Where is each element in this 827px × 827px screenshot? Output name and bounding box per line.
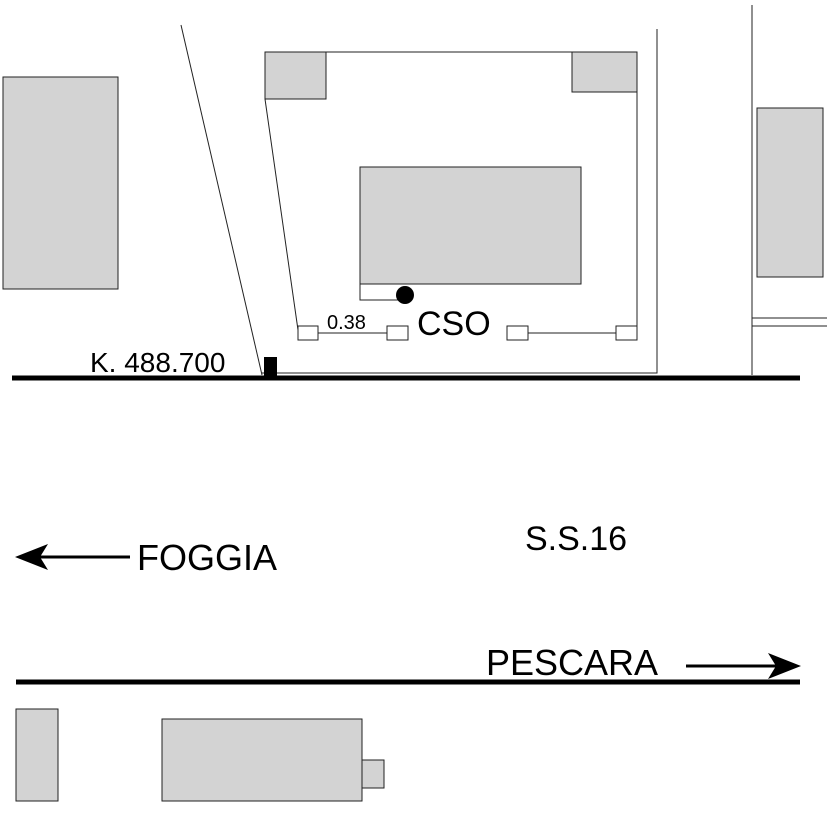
- station-connector: [359, 284, 405, 301]
- east-destination-label: PESCARA: [486, 642, 658, 683]
- building-west: [2, 76, 119, 290]
- building-south-annex: [361, 759, 385, 789]
- building-corner-ne: [571, 51, 638, 93]
- building-central: [359, 166, 582, 285]
- parcel-outline: [264, 98, 299, 331]
- km-marker-label: K. 488.700: [90, 347, 225, 378]
- marker-box-3: [506, 325, 529, 341]
- station-label: CSO: [417, 305, 491, 343]
- marker-box-2: [386, 325, 409, 341]
- building-east: [756, 107, 824, 278]
- outer-lot-boundary: [262, 29, 658, 374]
- west-destination-label: FOGGIA: [137, 537, 277, 578]
- building-corner-nw: [264, 51, 327, 100]
- marker-box-4: [615, 325, 638, 341]
- building-south-large: [161, 718, 363, 802]
- boundary-diagonal: [180, 24, 263, 376]
- arrow-left-icon: [15, 544, 130, 570]
- building-south-small: [15, 708, 59, 802]
- marker-box-1: [297, 325, 319, 341]
- filled-square-icon: [264, 357, 277, 377]
- distance-label: 0.38: [327, 312, 366, 334]
- arrow-right-icon: [686, 653, 801, 679]
- filled-circle-icon: [396, 286, 414, 304]
- road-label: S.S.16: [525, 520, 627, 558]
